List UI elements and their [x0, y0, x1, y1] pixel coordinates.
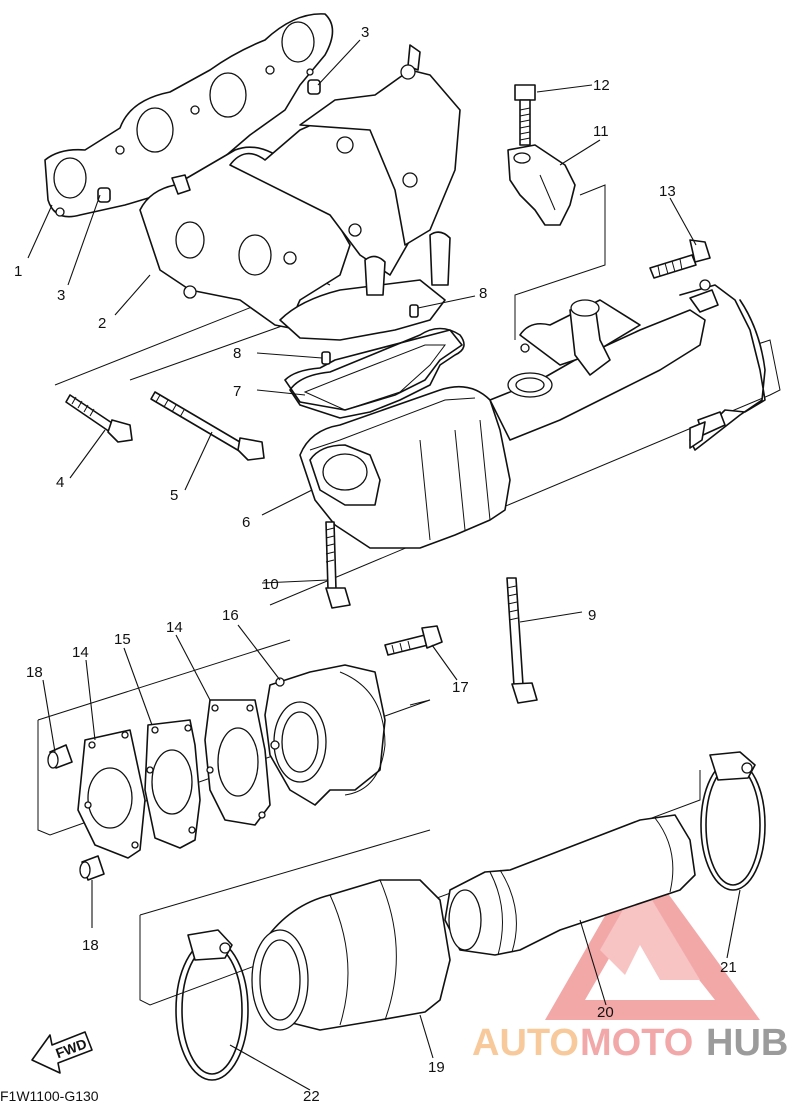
bolt-5: [150, 391, 265, 461]
callout-15: 15: [114, 631, 131, 648]
manifold-gasket: [44, 13, 334, 218]
pipe-20: [444, 814, 696, 956]
callout-6: 6: [242, 514, 250, 531]
callout-12: 12: [593, 77, 610, 94]
watermark-logo: [545, 855, 760, 1020]
callout-22: 22: [303, 1088, 320, 1104]
head-gasket: [284, 327, 465, 419]
callout-13: 13: [659, 183, 676, 200]
callout-14-right: 14: [166, 619, 183, 636]
bolt-12: [514, 84, 536, 146]
watermark-hub: HUB: [706, 1022, 788, 1064]
clamp-22: [175, 929, 249, 1081]
callout-8-right: 8: [479, 285, 487, 302]
callout-3-top: 3: [361, 24, 369, 41]
callout-7: 7: [233, 383, 241, 400]
callout-3-left: 3: [57, 287, 65, 304]
dowel-pin: [97, 79, 321, 203]
clamp-21: [700, 751, 766, 891]
pin-8: [321, 304, 419, 365]
fwd-arrow-icon: FWD: [31, 1031, 93, 1074]
callout-19: 19: [428, 1059, 445, 1076]
callout-16: 16: [222, 607, 239, 624]
exhaust-joint-16: [264, 664, 386, 806]
bolt-10: [325, 521, 351, 609]
watermark-auto: AUTO: [472, 1022, 579, 1064]
callout-11: 11: [593, 123, 609, 140]
exhaust-chamber: [299, 309, 706, 549]
callout-17: 17: [452, 679, 469, 696]
bolt-17: [384, 625, 443, 656]
watermark-moto: MOTO: [580, 1022, 693, 1064]
bolt-4: [65, 394, 133, 443]
bracket: [507, 144, 576, 226]
callout-2: 2: [98, 315, 106, 332]
callout-8-left: 8: [233, 345, 241, 362]
callout-14-left: 14: [72, 644, 89, 661]
callout-20: 20: [597, 1004, 614, 1021]
callout-9: 9: [588, 607, 596, 624]
hose-19: [251, 879, 451, 1031]
diagram-code: F1W1100-G130: [0, 1088, 99, 1104]
exhaust-manifold: [139, 44, 461, 341]
water-pipe: [519, 279, 766, 451]
bolt-9: [506, 577, 538, 704]
gasket-15: [144, 719, 201, 849]
leader-lines: [27, 39, 741, 1091]
callout-1: 1: [14, 263, 22, 280]
callout-18-bottom: 18: [82, 937, 99, 954]
callout-5: 5: [170, 487, 178, 504]
callout-10: 10: [262, 576, 279, 593]
callout-labels: 1 2 3 3 4 5 6 7 8 8 9 10 11 12 13 14 14 …: [14, 24, 737, 1104]
callout-4: 4: [56, 474, 64, 491]
bolt-13: [649, 239, 711, 279]
callout-21: 21: [720, 959, 737, 976]
callout-18-top: 18: [26, 664, 43, 681]
gasket-14-left: [77, 729, 146, 859]
watermark-text: AUTO MOTO HUB: [472, 1022, 788, 1064]
collar-18: [47, 744, 105, 881]
gasket-14-right: [204, 699, 271, 826]
